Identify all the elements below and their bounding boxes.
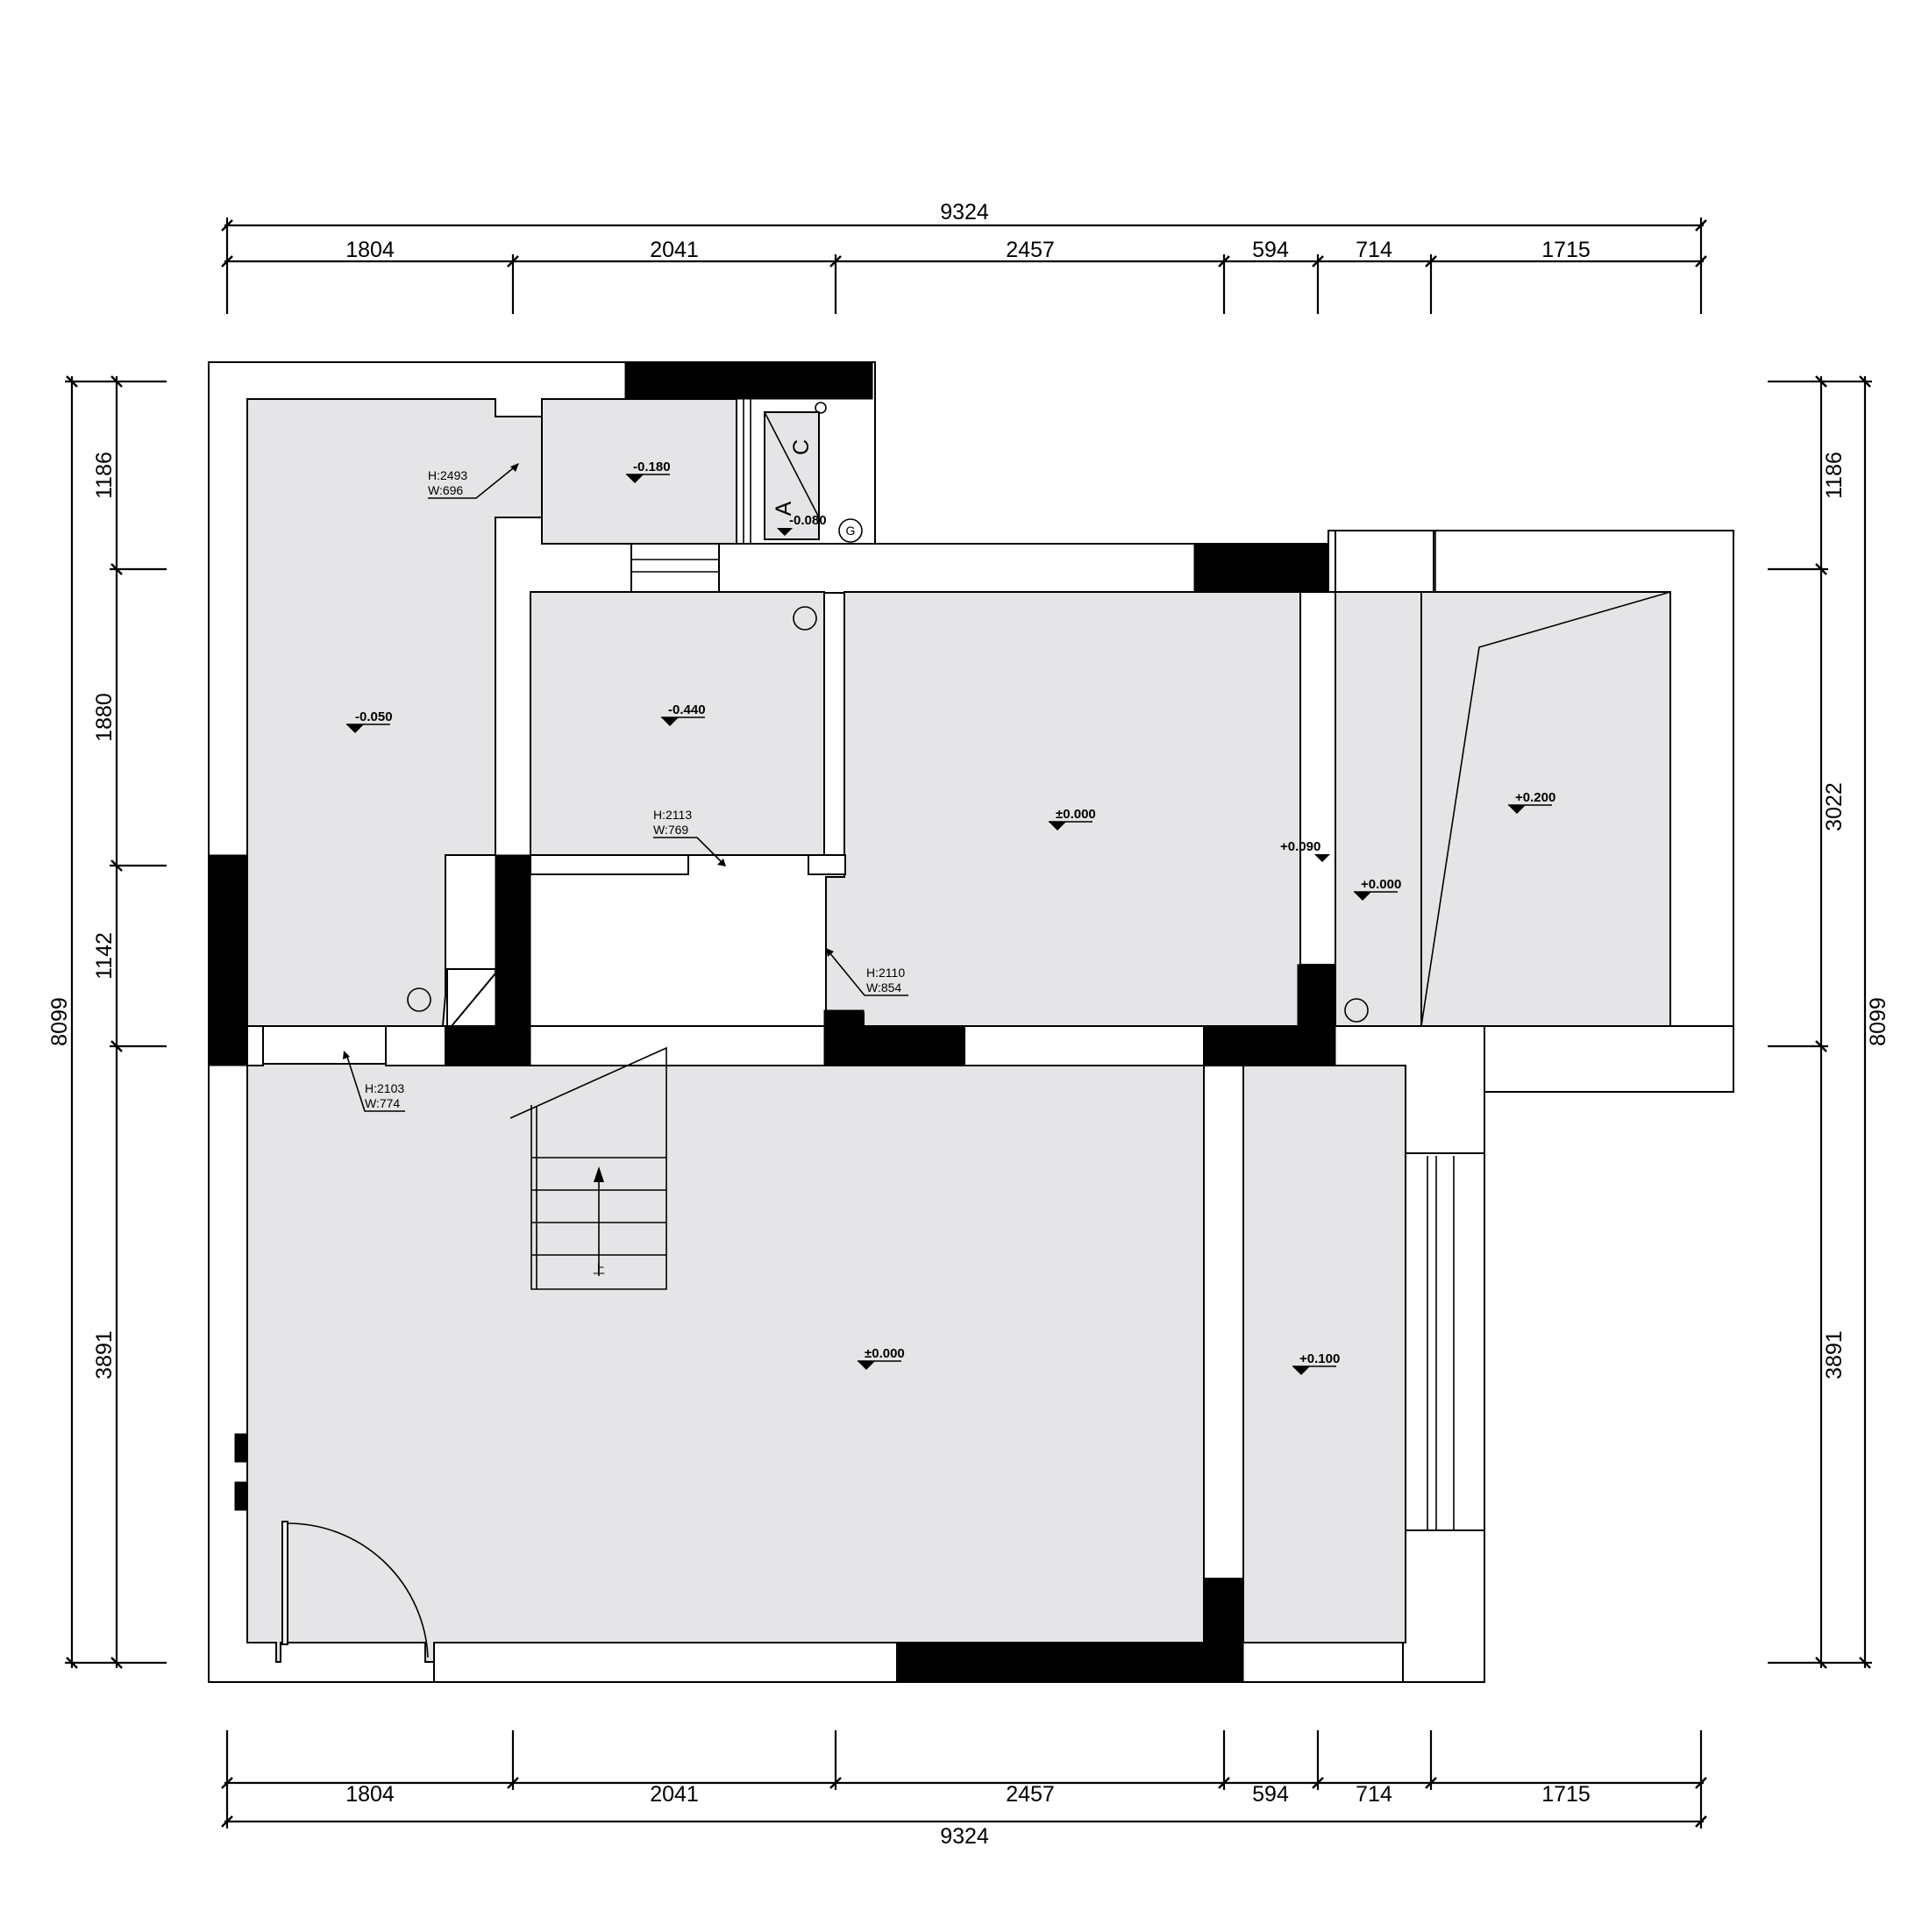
bottom-dim-3: 2457 — [1006, 1782, 1055, 1807]
bottom-dim-1: 1804 — [345, 1782, 395, 1807]
level-icon — [1292, 1366, 1310, 1375]
stair: 上 — [509, 1046, 667, 1290]
bottom-dim-5: 714 — [1356, 1782, 1392, 1807]
opening-b-width: W:769 — [653, 823, 688, 837]
level-step: +0.090 — [1280, 839, 1320, 854]
room-balcony — [1420, 591, 1671, 1027]
bottom-dim-4: 594 — [1252, 1782, 1289, 1807]
opening-b-height: H:2113 — [653, 808, 692, 822]
level-dining: ±0.000 — [1056, 807, 1096, 822]
level-icon — [1049, 822, 1066, 831]
top-total-dim: 9324 — [940, 200, 989, 225]
room-living — [246, 1063, 1205, 1663]
right-dim-2: 3022 — [1822, 782, 1847, 831]
bottom-dim-6: 1715 — [1541, 1782, 1591, 1807]
right-dim-1: 1186 — [1822, 452, 1847, 499]
shaft-detail: C A G — [736, 399, 863, 544]
left-total-dim: 8099 — [47, 997, 72, 1046]
room-corridor — [1335, 591, 1422, 1027]
left-dim-3: 1142 — [92, 932, 117, 980]
level-icon — [1508, 805, 1526, 814]
level-icon — [626, 474, 644, 483]
opening-d-width: W:774 — [365, 1096, 400, 1110]
level-study: -0.440 — [668, 702, 706, 717]
stair-arrowhead-icon — [594, 1166, 604, 1182]
bottom-dimensions: 1804 2041 2457 594 714 1715 9324 — [221, 1730, 1707, 1849]
opening-c-height: H:2110 — [866, 966, 905, 980]
top-dim-6: 1715 — [1541, 238, 1591, 262]
bottom-dim-2: 2041 — [650, 1782, 699, 1807]
top-dimensions: 9324 1804 2041 2457 594 714 1715 — [221, 200, 1707, 314]
stair-label: 上 — [593, 1262, 605, 1276]
opening-c-width: W:854 — [866, 980, 901, 995]
left-dim-1: 1186 — [92, 452, 117, 499]
partitions — [246, 530, 1734, 1683]
level-icon — [1314, 854, 1330, 862]
room-bath-top — [541, 398, 737, 545]
left-dimensions: 8099 1186 1880 1142 3891 — [47, 375, 167, 1669]
shaft-circle — [815, 402, 827, 414]
level-icon — [858, 1361, 875, 1370]
top-dim-3: 2457 — [1006, 238, 1055, 262]
level-icon — [346, 724, 364, 733]
level-side-room: +0.100 — [1299, 1351, 1340, 1366]
level-bedroom-left: -0.050 — [355, 709, 393, 724]
opening-a-height: H:2493 — [428, 468, 467, 482]
level-living: ±0.000 — [865, 1346, 905, 1361]
shaft-letter-c: C — [789, 439, 814, 455]
level-balcony: +0.200 — [1515, 790, 1555, 805]
pipes — [407, 606, 1369, 1023]
level-shaft: -0.080 — [789, 513, 827, 528]
right-dim-3: 3891 — [1822, 1330, 1847, 1379]
walls-solid — [208, 361, 1336, 1683]
opening-a-width: W:696 — [428, 483, 463, 497]
level-corridor: +0.000 — [1361, 877, 1401, 892]
opening-d-height: H:2103 — [365, 1081, 404, 1095]
balcony-slant — [1420, 591, 1671, 1027]
right-total-dim: 8099 — [1866, 997, 1890, 1046]
level-icon — [661, 717, 679, 726]
gas-mark: G — [846, 524, 856, 538]
pipe-icon — [407, 987, 431, 1012]
top-dim-5: 714 — [1356, 238, 1392, 262]
column-detail — [446, 968, 496, 1027]
shaft-letter-a: A — [772, 501, 796, 516]
wall-markers — [234, 1433, 248, 1511]
level-icon — [777, 528, 793, 536]
level-icon — [1354, 892, 1371, 901]
gas-mark-circle — [838, 518, 863, 543]
top-dim-2: 2041 — [650, 238, 699, 262]
pipe-icon — [1344, 998, 1369, 1023]
level-markers: -0.050 -0.180 -0.080 -0.440 ±0.000 +0.09… — [346, 460, 1555, 1375]
top-dim-4: 594 — [1252, 238, 1289, 262]
pipe-icon — [793, 606, 817, 631]
level-bath-top: -0.180 — [633, 460, 671, 474]
left-dim-4: 3891 — [92, 1330, 117, 1379]
opening-tags: H:2493 W:696 H:2113 W:769 H:2110 W:854 H… — [343, 463, 908, 1112]
right-dimensions: 1186 3022 3891 8099 — [1768, 375, 1890, 1669]
left-dim-2: 1880 — [92, 693, 117, 742]
entry-door — [281, 1521, 429, 1658]
top-dim-1: 1804 — [345, 238, 395, 262]
bottom-total-dim: 9324 — [940, 1824, 989, 1849]
rooms — [246, 398, 1671, 1663]
